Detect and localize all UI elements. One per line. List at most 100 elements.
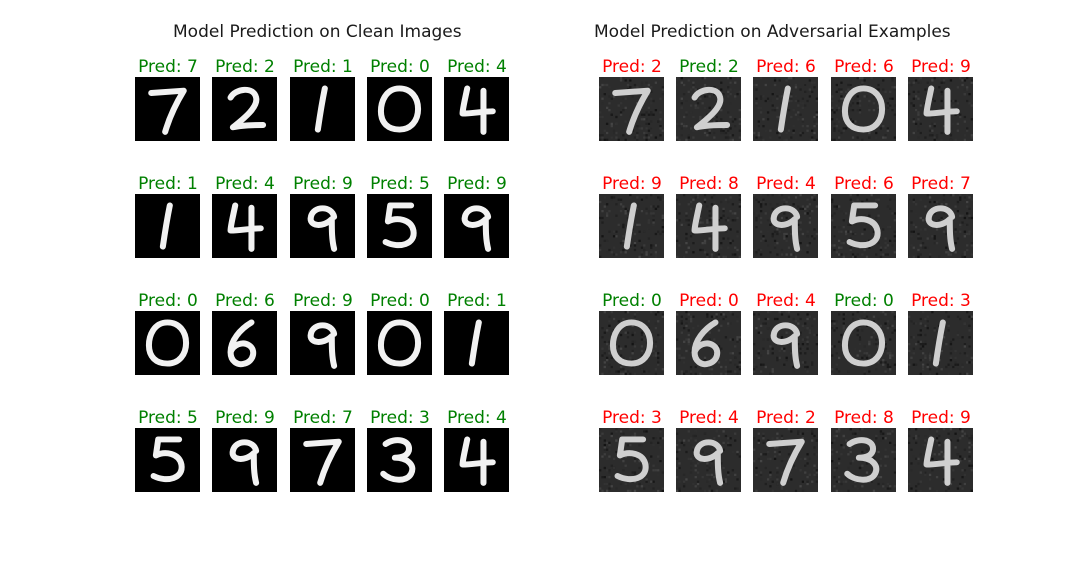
clean-digit-cell: Pred: 3 (367, 408, 433, 504)
digit-image (753, 311, 818, 375)
adversarial-digit-cell: Pred: 4 (753, 291, 819, 387)
prediction-label: Pred: 0 (138, 291, 198, 311)
digit-image (831, 77, 896, 141)
prediction-label: Pred: 9 (602, 174, 662, 194)
clean-digit-cell: Pred: 7 (290, 408, 356, 504)
prediction-label: Pred: 9 (215, 408, 275, 428)
prediction-label: Pred: 4 (756, 174, 816, 194)
adversarial-digit-cell: Pred: 0 (676, 291, 742, 387)
digit-image (831, 194, 896, 258)
prediction-label: Pred: 0 (679, 291, 739, 311)
clean-digit-cell: Pred: 9 (290, 291, 356, 387)
digit-image (367, 194, 432, 258)
digit-image (135, 311, 200, 375)
digit-image (135, 428, 200, 492)
digit-image (444, 194, 509, 258)
prediction-label: Pred: 3 (911, 291, 971, 311)
digit-image (290, 428, 355, 492)
adversarial-digit-cell: Pred: 4 (676, 408, 742, 504)
digit-image (444, 428, 509, 492)
prediction-label: Pred: 6 (834, 174, 894, 194)
digit-image (599, 311, 664, 375)
prediction-label: Pred: 6 (834, 57, 894, 77)
adversarial-digit-cell: Pred: 8 (676, 174, 742, 270)
clean-digit-cell: Pred: 4 (212, 174, 278, 270)
clean-digit-cell: Pred: 9 (212, 408, 278, 504)
prediction-label: Pred: 7 (911, 174, 971, 194)
adversarial-digit-cell: Pred: 6 (831, 57, 897, 153)
adversarial-digit-cell: Pred: 2 (753, 408, 819, 504)
adversarial-digit-cell: Pred: 7 (908, 174, 974, 270)
prediction-label: Pred: 1 (138, 174, 198, 194)
digit-image (908, 428, 973, 492)
prediction-label: Pred: 9 (911, 57, 971, 77)
prediction-label: Pred: 2 (602, 57, 662, 77)
clean-digit-cell: Pred: 4 (444, 408, 510, 504)
prediction-label: Pred: 9 (447, 174, 507, 194)
prediction-label: Pred: 2 (215, 57, 275, 77)
clean-digit-cell: Pred: 0 (367, 57, 433, 153)
prediction-label: Pred: 1 (293, 57, 353, 77)
adversarial-digit-cell: Pred: 2 (676, 57, 742, 153)
clean-digit-cell: Pred: 1 (444, 291, 510, 387)
digit-image (135, 77, 200, 141)
prediction-label: Pred: 5 (138, 408, 198, 428)
digit-image (212, 194, 277, 258)
digit-image (676, 428, 741, 492)
prediction-label: Pred: 0 (370, 291, 430, 311)
prediction-label: Pred: 0 (370, 57, 430, 77)
clean-digit-cell: Pred: 9 (444, 174, 510, 270)
clean-digit-cell: Pred: 9 (290, 174, 356, 270)
digit-image (676, 311, 741, 375)
prediction-label: Pred: 4 (215, 174, 275, 194)
prediction-label: Pred: 2 (679, 57, 739, 77)
clean-digit-cell: Pred: 1 (290, 57, 356, 153)
adversarial-digit-cell: Pred: 6 (831, 174, 897, 270)
digit-image (212, 428, 277, 492)
digit-image (212, 77, 277, 141)
digit-image (290, 311, 355, 375)
digit-image (212, 311, 277, 375)
prediction-label: Pred: 4 (447, 408, 507, 428)
prediction-label: Pred: 4 (756, 291, 816, 311)
prediction-label: Pred: 9 (293, 174, 353, 194)
clean-panel-title: Model Prediction on Clean Images (173, 22, 462, 42)
digit-image (831, 311, 896, 375)
digit-image (753, 428, 818, 492)
adversarial-digit-cell: Pred: 4 (753, 174, 819, 270)
digit-image (676, 194, 741, 258)
digit-image (367, 311, 432, 375)
digit-image (367, 77, 432, 141)
prediction-label: Pred: 6 (215, 291, 275, 311)
clean-digit-cell: Pred: 0 (135, 291, 201, 387)
clean-digit-cell: Pred: 7 (135, 57, 201, 153)
adversarial-digit-cell: Pred: 0 (831, 291, 897, 387)
prediction-label: Pred: 0 (602, 291, 662, 311)
clean-digit-cell: Pred: 5 (135, 408, 201, 504)
clean-digit-cell: Pred: 1 (135, 174, 201, 270)
prediction-label: Pred: 7 (138, 57, 198, 77)
digit-image (367, 428, 432, 492)
digit-image (135, 194, 200, 258)
prediction-label: Pred: 1 (447, 291, 507, 311)
clean-digit-cell: Pred: 6 (212, 291, 278, 387)
prediction-label: Pred: 8 (679, 174, 739, 194)
prediction-label: Pred: 8 (834, 408, 894, 428)
digit-image (444, 77, 509, 141)
clean-digit-cell: Pred: 4 (444, 57, 510, 153)
prediction-label: Pred: 9 (911, 408, 971, 428)
adversarial-digit-cell: Pred: 8 (831, 408, 897, 504)
digit-image (290, 194, 355, 258)
adversarial-digit-cell: Pred: 9 (599, 174, 665, 270)
prediction-label: Pred: 7 (293, 408, 353, 428)
digit-image (599, 428, 664, 492)
digit-image (908, 311, 973, 375)
prediction-label: Pred: 0 (834, 291, 894, 311)
prediction-label: Pred: 6 (756, 57, 816, 77)
digit-image (831, 428, 896, 492)
adversarial-digit-cell: Pred: 3 (908, 291, 974, 387)
adversarial-panel-title: Model Prediction on Adversarial Examples (594, 22, 951, 42)
prediction-label: Pred: 3 (602, 408, 662, 428)
digit-image (444, 311, 509, 375)
digit-image (753, 77, 818, 141)
